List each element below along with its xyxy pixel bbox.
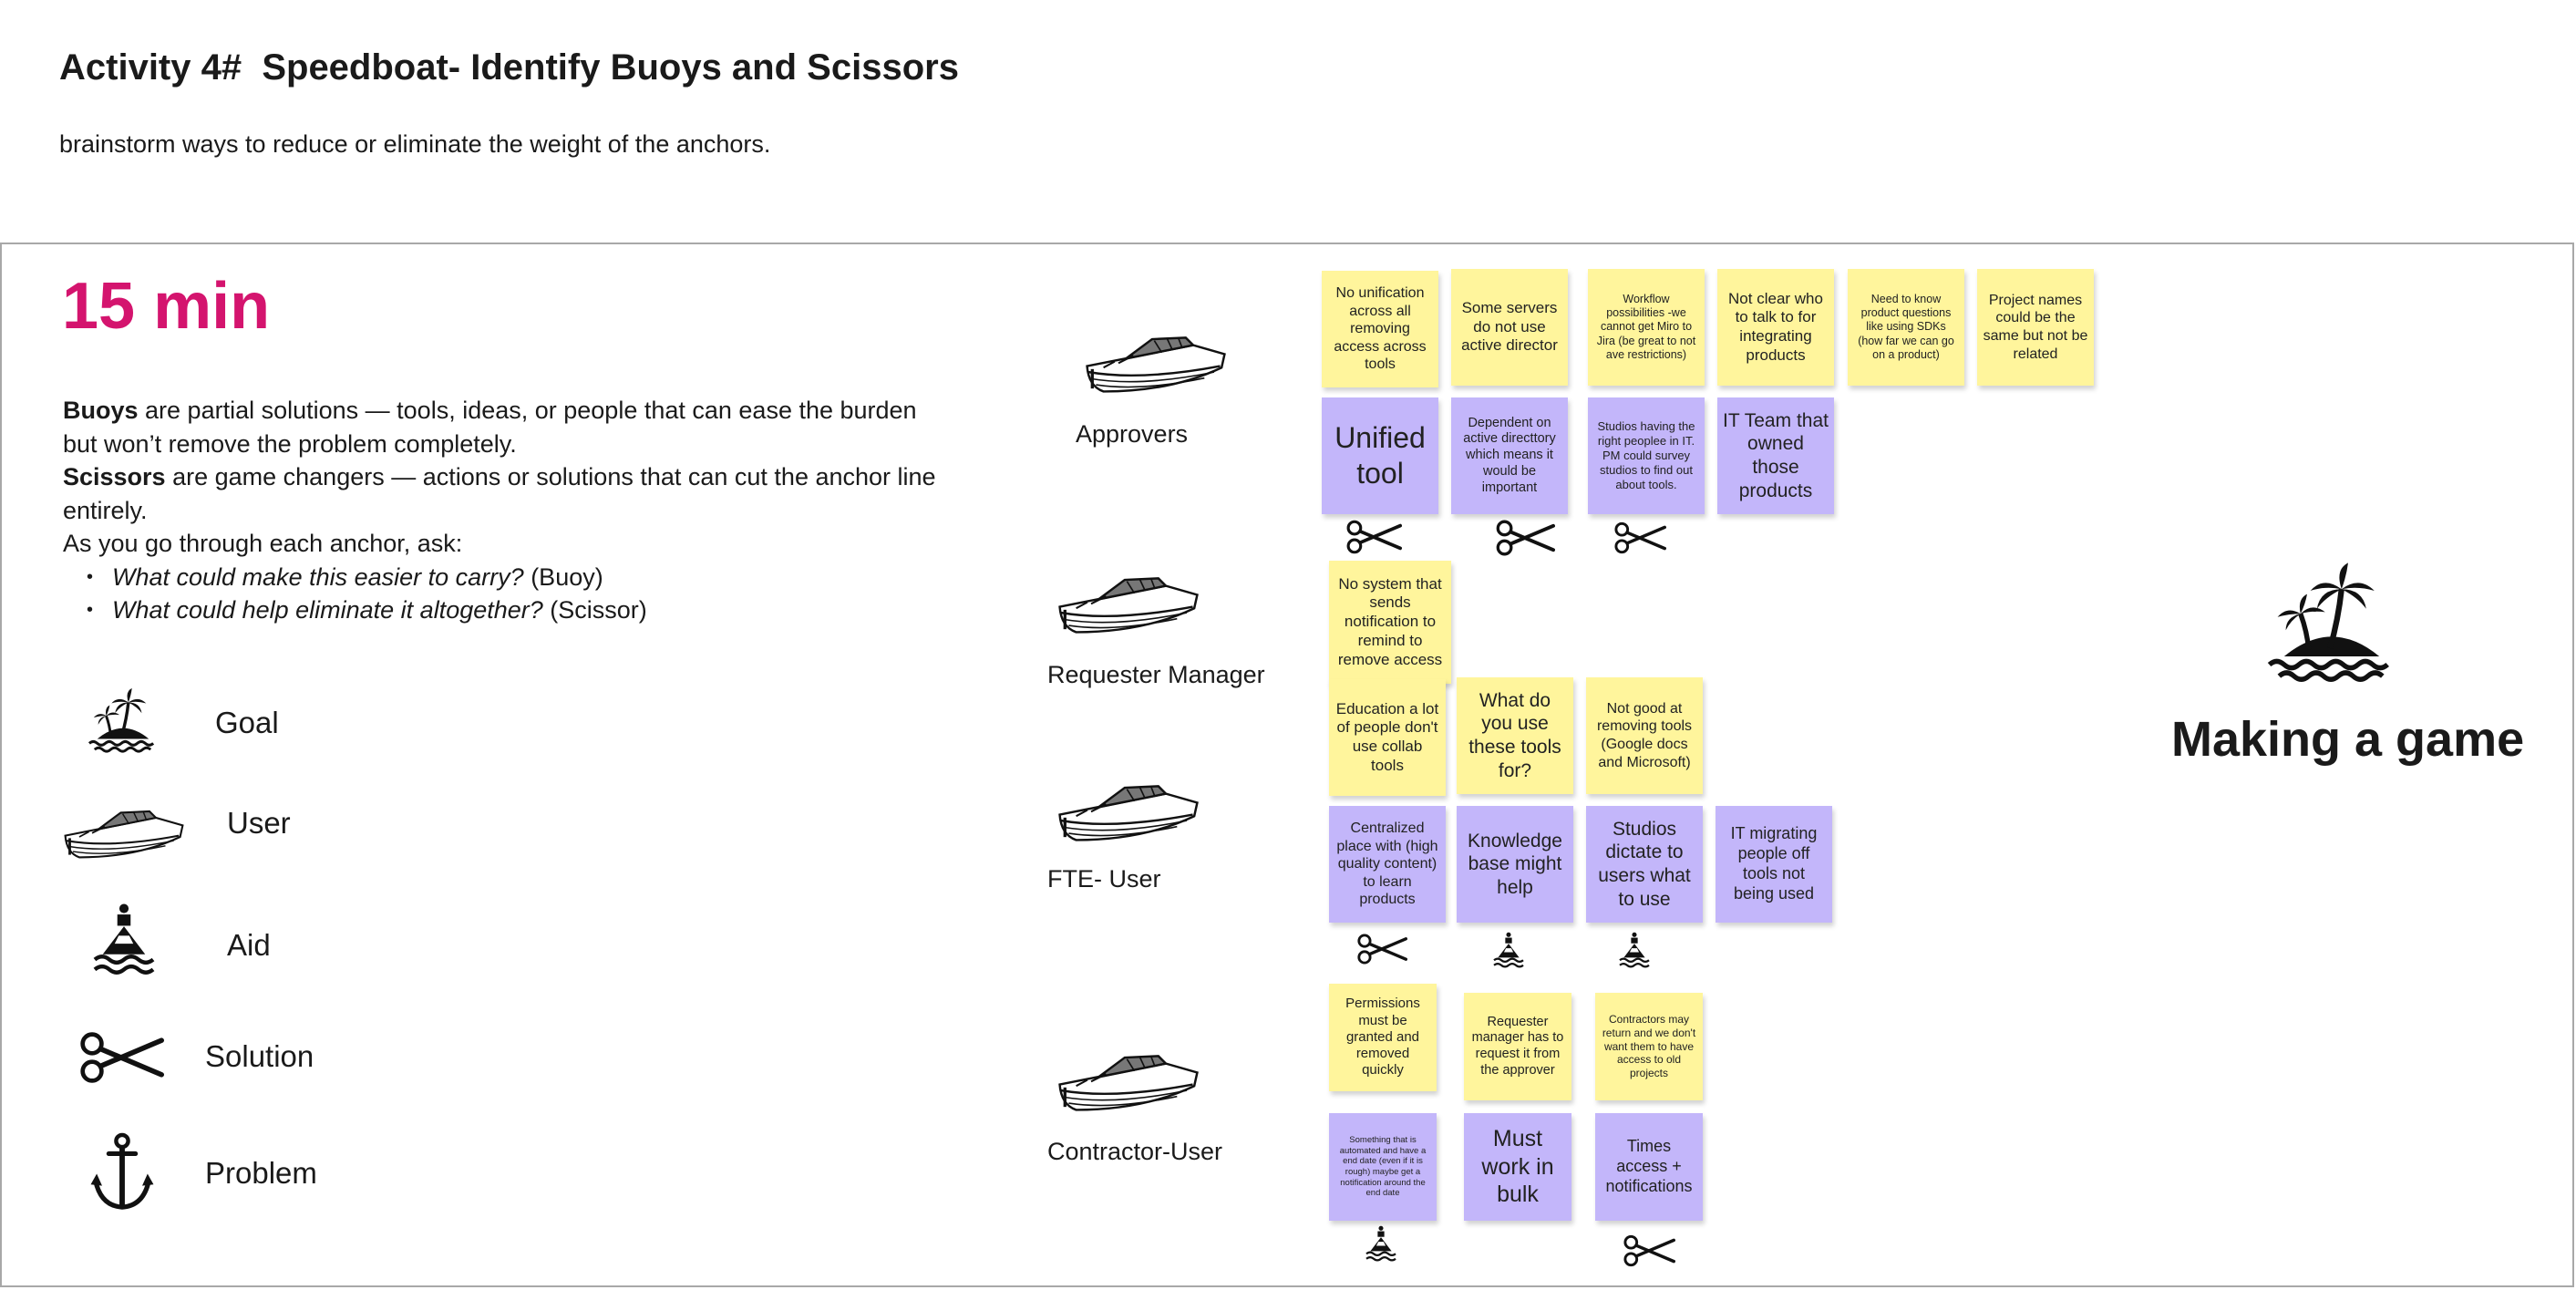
scissors-icon <box>1495 520 1555 556</box>
buoy-icon <box>1491 932 1526 968</box>
board-frame <box>0 243 2574 1287</box>
sticky-note[interactable]: Dependent on active directtory which mea… <box>1451 397 1568 514</box>
scissors-text: are game changers — actions or solutions… <box>63 463 936 524</box>
sticky-note[interactable]: Centralized place with (high quality con… <box>1329 806 1446 923</box>
sticky-note[interactable]: Contractors may return and we don't want… <box>1595 993 1703 1100</box>
lane-approvers-label: Approvers <box>1076 420 1189 448</box>
buoy-icon <box>1364 1225 1398 1262</box>
scissors-icon <box>1356 934 1407 965</box>
island-icon <box>88 687 159 755</box>
question-buoy-tag: (Buoy) <box>523 562 603 591</box>
sticky-note[interactable]: Workflow possibilities -we cannot get Mi… <box>1588 269 1705 386</box>
legend-goal-label: Goal <box>215 706 279 739</box>
question-scissor-text: What could help eliminate it altogether? <box>112 596 543 624</box>
buoys-text: are partial solutions — tools, ideas, or… <box>63 397 917 458</box>
scissors-icon <box>1613 521 1666 554</box>
buoys-definition: Buoys are partial solutions — tools, ide… <box>63 394 938 460</box>
sticky-note[interactable]: No system that sends notification to rem… <box>1329 561 1451 684</box>
instructions: Buoys are partial solutions — tools, ide… <box>63 394 938 627</box>
goal-title: Making a game <box>2171 712 2525 767</box>
buoy-icon <box>1617 932 1652 968</box>
sticky-note[interactable]: Must work in bulk <box>1464 1113 1571 1221</box>
anchor-icon <box>88 1132 157 1213</box>
question-list: What could make this easier to carry? (B… <box>63 561 938 627</box>
speedboat-icon <box>1045 563 1212 638</box>
speedboat-icon <box>60 799 188 862</box>
scissors-icon <box>1345 520 1402 554</box>
sticky-note[interactable]: Something that is automated and have a e… <box>1329 1113 1437 1221</box>
island-icon <box>2266 556 2397 691</box>
sticky-note[interactable]: Education a lot of people don't use coll… <box>1329 679 1446 796</box>
sticky-note[interactable]: Knowledge base might help <box>1457 806 1573 923</box>
sticky-note[interactable]: Not good at removing tools (Google docs … <box>1586 677 1703 794</box>
sticky-note[interactable]: What do you use these tools for? <box>1457 677 1573 794</box>
scissors-definition: Scissors are game changers — actions or … <box>63 460 938 527</box>
activity-subtitle: brainstorm ways to reduce or eliminate t… <box>59 130 771 158</box>
sticky-note[interactable]: Requester manager has to request it from… <box>1464 993 1571 1100</box>
sticky-note[interactable]: Studios dictate to users what to use <box>1586 806 1703 923</box>
question-scissor: What could help eliminate it altogether?… <box>87 593 938 627</box>
timer-label: 15 min <box>62 270 271 343</box>
speedboat-icon <box>1045 1041 1212 1116</box>
scissors-term: Scissors <box>63 463 166 490</box>
legend-problem-label: Problem <box>205 1156 317 1190</box>
scissors-icon <box>78 1030 164 1085</box>
buoy-icon <box>88 903 160 975</box>
question-buoy: What could make this easier to carry? (B… <box>87 561 938 594</box>
sticky-note[interactable]: Need to know product questions like usin… <box>1848 269 1964 386</box>
sticky-note[interactable]: IT migrating people off tools not being … <box>1716 806 1832 923</box>
question-buoy-text: What could make this easier to carry? <box>112 562 524 591</box>
lane-fte-user-label: FTE- User <box>1047 865 1161 893</box>
legend-aid-label: Aid <box>227 928 271 962</box>
lane-contractor-user-label: Contractor-User <box>1047 1138 1223 1165</box>
sticky-note[interactable]: Permissions must be granted and removed … <box>1329 984 1437 1091</box>
activity-title: Activity 4# Speedboat- Identify Buoys an… <box>59 47 959 88</box>
sticky-note[interactable]: IT Team that owned those products <box>1717 397 1834 514</box>
speedboat-icon <box>1072 323 1240 397</box>
legend-user-label: User <box>227 806 291 840</box>
question-scissor-tag: (Scissor) <box>542 596 647 624</box>
scissors-icon <box>1623 1234 1675 1267</box>
sticky-note[interactable]: Studios having the right peoplee in IT. … <box>1588 397 1705 514</box>
sticky-note[interactable]: Unified tool <box>1322 397 1438 514</box>
sticky-note[interactable]: Not clear who to talk to for integrating… <box>1717 269 1834 386</box>
sticky-note[interactable]: Some servers do not use active director <box>1451 269 1568 386</box>
ask-prompt: As you go through each anchor, ask: <box>63 530 463 557</box>
buoys-term: Buoys <box>63 397 139 424</box>
sticky-note[interactable]: Times access + notifications <box>1595 1113 1703 1221</box>
speedboat-icon <box>1045 771 1212 846</box>
sticky-note[interactable]: No unification across all removing acces… <box>1322 271 1438 387</box>
legend-solution-label: Solution <box>205 1039 314 1073</box>
sticky-note[interactable]: Project names could be the same but not … <box>1977 269 2094 386</box>
lane-requester-manager-label: Requester Manager <box>1047 661 1265 688</box>
